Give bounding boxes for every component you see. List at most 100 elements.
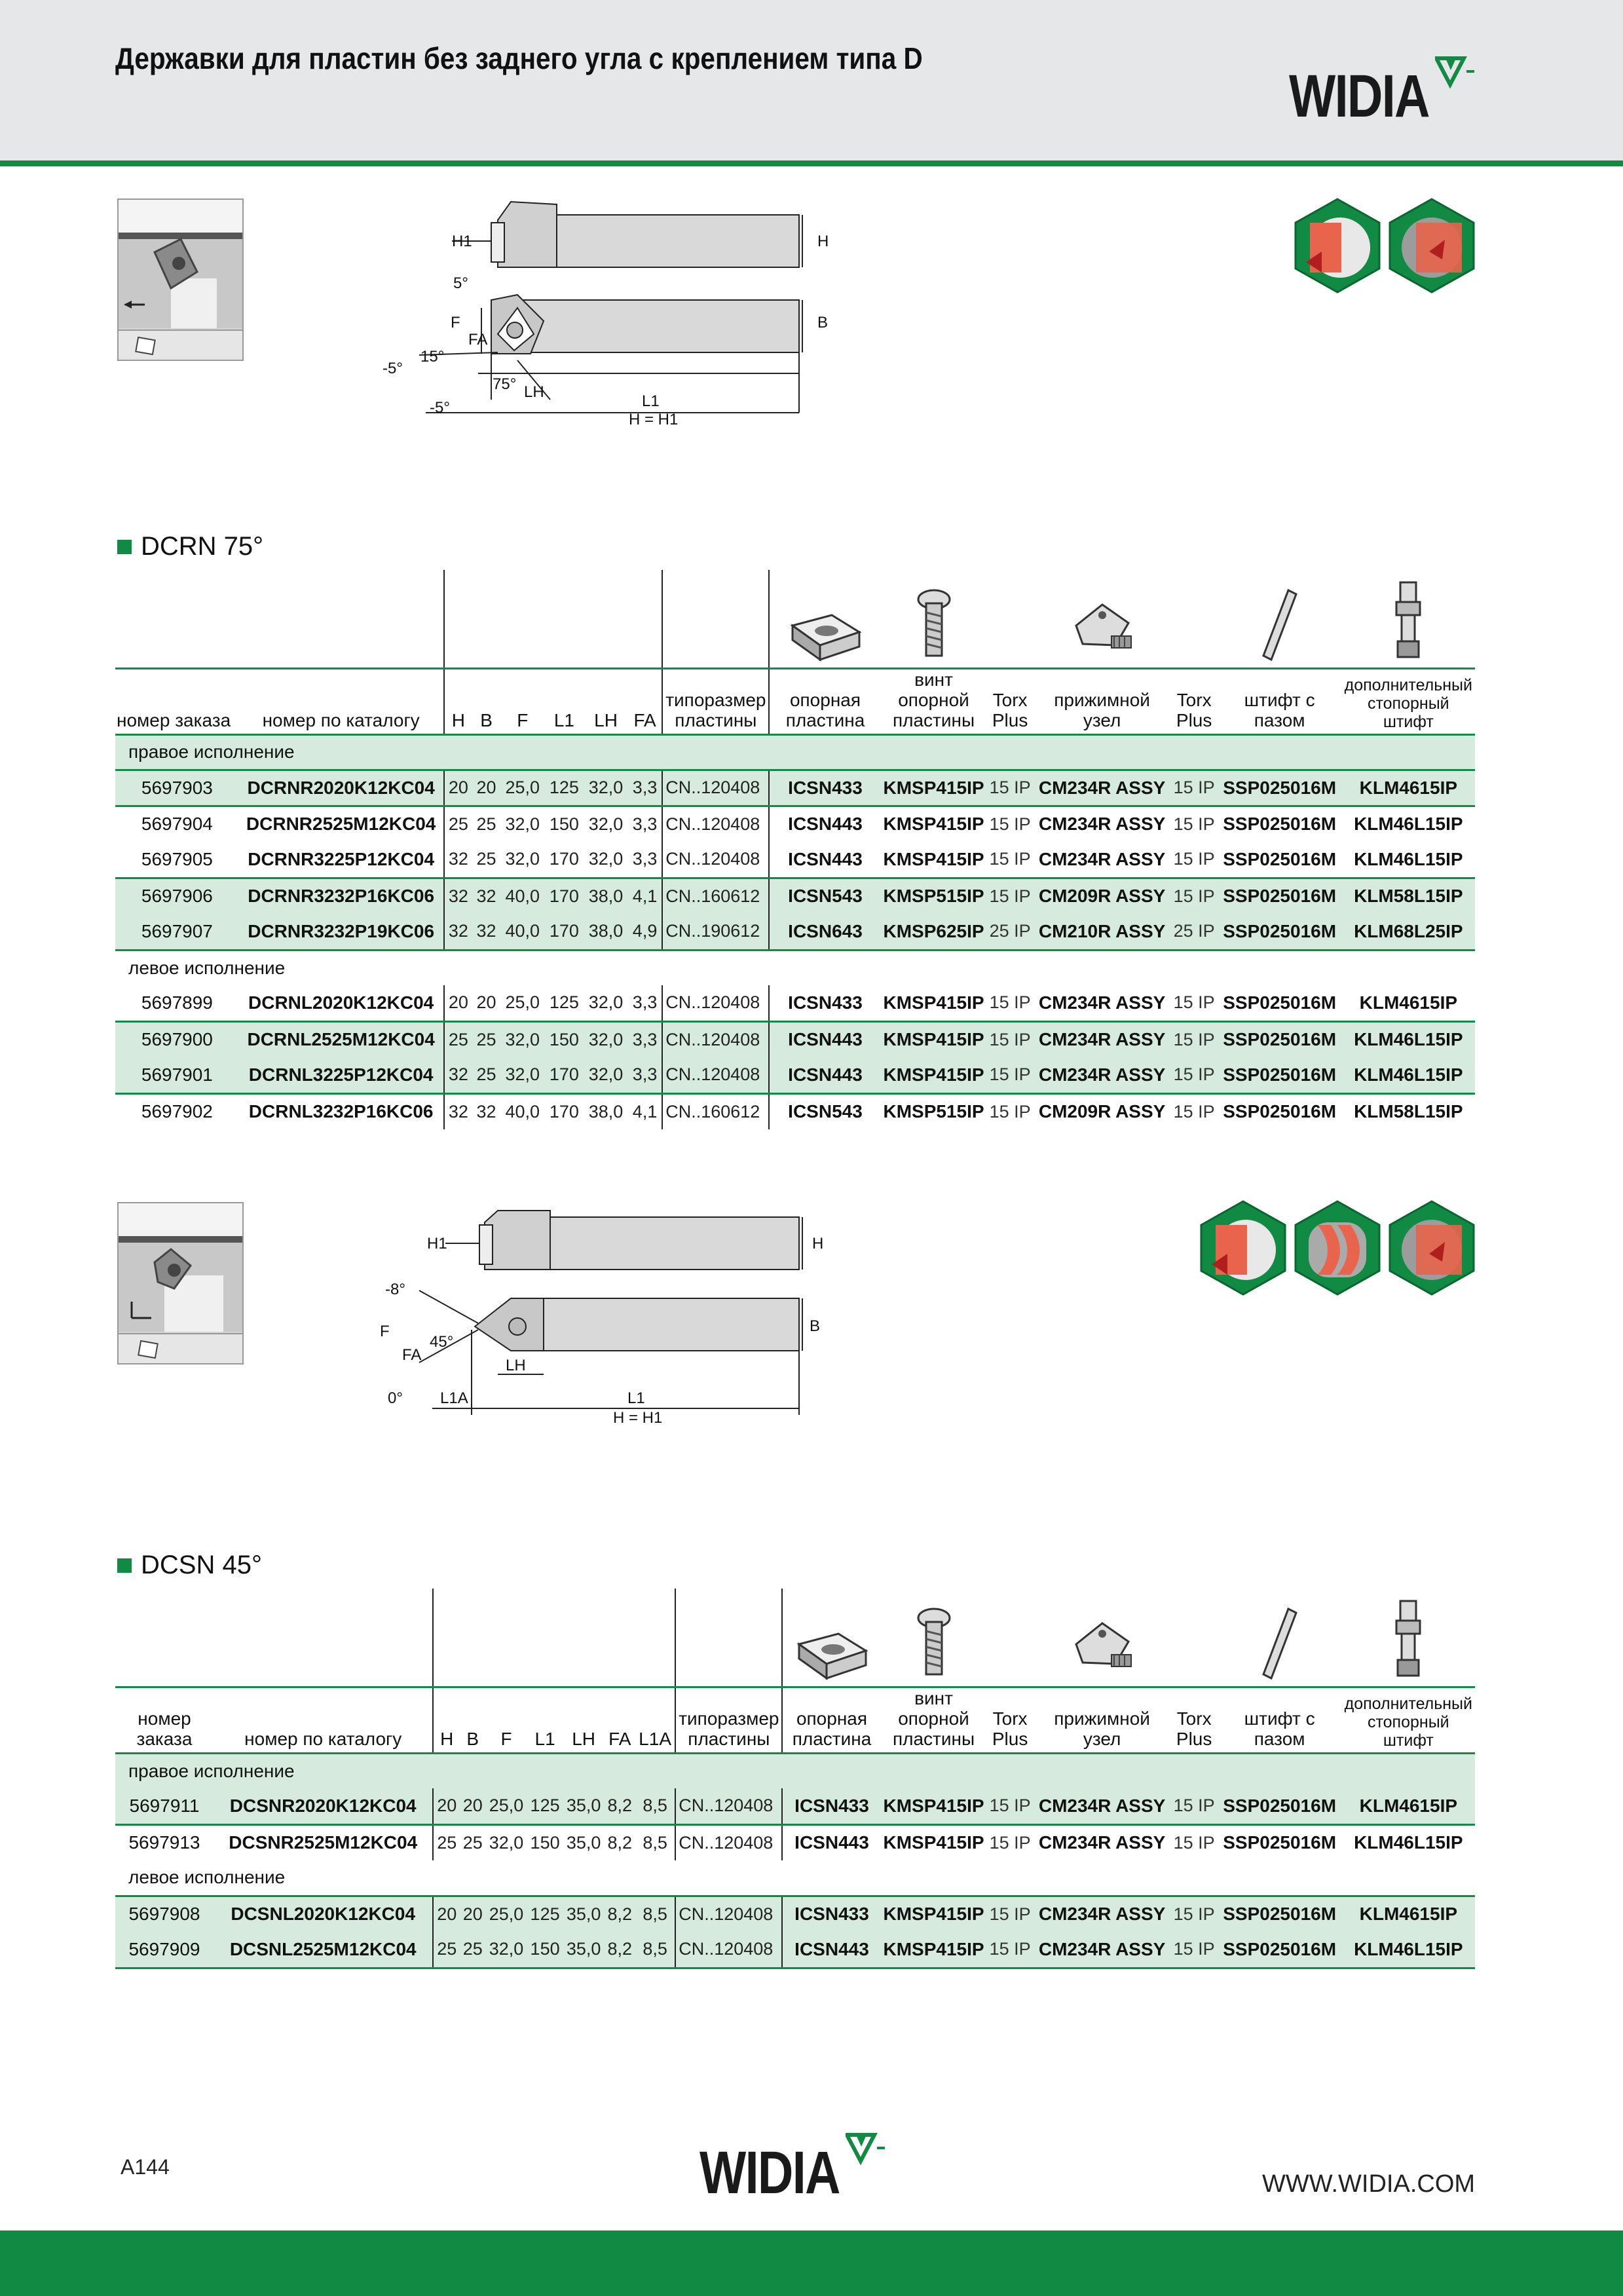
torx-size: 15 IP [986,1788,1034,1825]
dimension-value: 20 [472,768,500,806]
col-dim: FA [633,710,656,731]
dimension-value: 32 [472,914,500,951]
dim-label: B [810,1317,820,1335]
dimension-value: 35,0 [563,1823,605,1861]
dimension-value: 32,0 [584,804,628,842]
dim-label: H [812,1235,823,1252]
col-insert-size: типоразмер пластины [675,1687,783,1754]
dimension-value: 32,0 [500,1057,545,1094]
dimension-value: 32 [443,1057,473,1094]
clamp-assembly: CM234R ASSY [1033,1020,1171,1058]
insert-size: CN..120408 [662,1020,770,1058]
seat-screw: KMSP415IP [880,1788,987,1825]
website-link[interactable]: WWW.WIDIA.COM [1262,2170,1476,2198]
seat-screw: KMSP415IP [880,1894,987,1932]
dim-label: H = H1 [629,411,678,428]
dimension-value: 32,0 [500,1020,545,1058]
dimension-value: 40,0 [500,1092,545,1130]
dimension-value: 8,5 [635,1788,676,1825]
slotted-pin: SSP025016M [1223,992,1337,1013]
dim-label: -5° [382,360,403,377]
catalog-number: DCRNL2525M12KC04 [238,1020,444,1058]
dim-label: H1 [452,233,472,250]
dimension-value: 32,0 [584,768,628,806]
holder-thumbnail [117,1202,244,1364]
dcrn-dimension-drawing: H1 H 5° F FA B 15° -5° 75° LH L1 H = H1 … [382,200,829,428]
col-screw: винт опорной пластины [892,669,975,731]
dimension-value: 32,0 [584,1020,628,1058]
dimension-value: 125 [549,992,579,1013]
catalog-number: DCRNR3225P12KC04 [248,848,435,869]
seat-screw: KMSP415IP [880,1057,987,1094]
col-insert-size: типоразмер пластины [662,668,770,735]
col-order: номер заказа [136,1708,193,1750]
lock-pin: KLM4615IP [1341,1894,1475,1932]
dimension-value: 150 [544,1020,584,1058]
catalog-number: DCRNR2020K12KC04 [238,768,444,806]
dimension-value: 125 [527,1788,563,1825]
torx-size: 15 IP [986,876,1034,914]
col-torx: Torx Plus [1176,1708,1212,1750]
dimension-value: 20 [432,1788,460,1825]
col-seat: опорная пластина [768,668,881,735]
dimension-value: 32,0 [584,1057,628,1094]
seat-plate: ICSN433 [781,1788,881,1825]
lock-pin: KLM46L15IP [1354,848,1463,869]
insert-size: CN..120408 [662,1057,770,1094]
dcsn-table: номер заказа номер по каталогу H B F L1 … [115,1589,1475,1969]
clamp-assembly: CM234R ASSY [1033,804,1171,842]
dimension-value: 25 [443,1020,473,1058]
col-seat: опорная пластина [781,1687,881,1754]
header-divider [0,160,1623,166]
dimension-value: 20 [460,1894,486,1932]
slotted-pin: SSP025016M [1217,768,1342,806]
col-dim: L1 [553,710,574,731]
dimension-value: 150 [544,804,584,842]
holder-photo-icon [119,200,242,328]
holder-photo-icon [119,1203,242,1332]
torx-size: 15 IP [1170,1788,1218,1825]
slotted-pin: SSP025016M [1217,1020,1342,1058]
insert-size: CN..120408 [675,1894,783,1932]
torx-size: 15 IP [986,1057,1034,1094]
torx-size: 15 IP [1173,992,1215,1013]
torx-size: 15 IP [1170,1057,1218,1094]
dimension-value: 8,2 [604,1894,635,1932]
seat-plate-icon [796,1632,868,1680]
order-number: 5697900 [115,1020,239,1058]
torx-size: 15 IP [1170,1092,1218,1130]
torx-size: 15 IP [1170,768,1218,806]
dimension-value: 4,1 [627,876,663,914]
torx-size: 15 IP [986,1092,1034,1130]
insert-shape-icon [138,1340,159,1359]
widia-logo: WIDIA [1289,56,1481,126]
logo-text: WIDIA [700,2139,841,2206]
catalog-number: DCSNL2525M12KC04 [214,1932,434,1969]
catalog-number: DCRNR3232P19KC06 [238,914,444,951]
page-number: A144 [121,2155,170,2179]
dcrn-table: номер заказа номер по каталогу H B F L1 … [115,570,1475,1130]
screw-icon [917,1608,951,1675]
dimension-value: 40,0 [500,914,545,951]
clamp-assembly: CM210R ASSY [1033,914,1171,951]
seat-plate: ICSN443 [781,1932,881,1969]
torx-size: 15 IP [1170,1823,1218,1861]
seat-screw: KMSP415IP [880,768,987,806]
clamp-assembly: CM209R ASSY [1033,876,1171,914]
clamp-icon [1074,1621,1132,1667]
footer-widia-logo: WIDIA [700,2132,891,2203]
section-title-text: DCSN 45° [141,1551,262,1579]
torx-size: 15 IP [986,1823,1034,1861]
clamp-assembly: CM234R ASSY [1033,1932,1171,1969]
lock-pin: KLM58L15IP [1341,1092,1475,1130]
dimension-value: 3,3 [627,768,663,806]
group-label-row: левое исполнение [115,949,1475,986]
